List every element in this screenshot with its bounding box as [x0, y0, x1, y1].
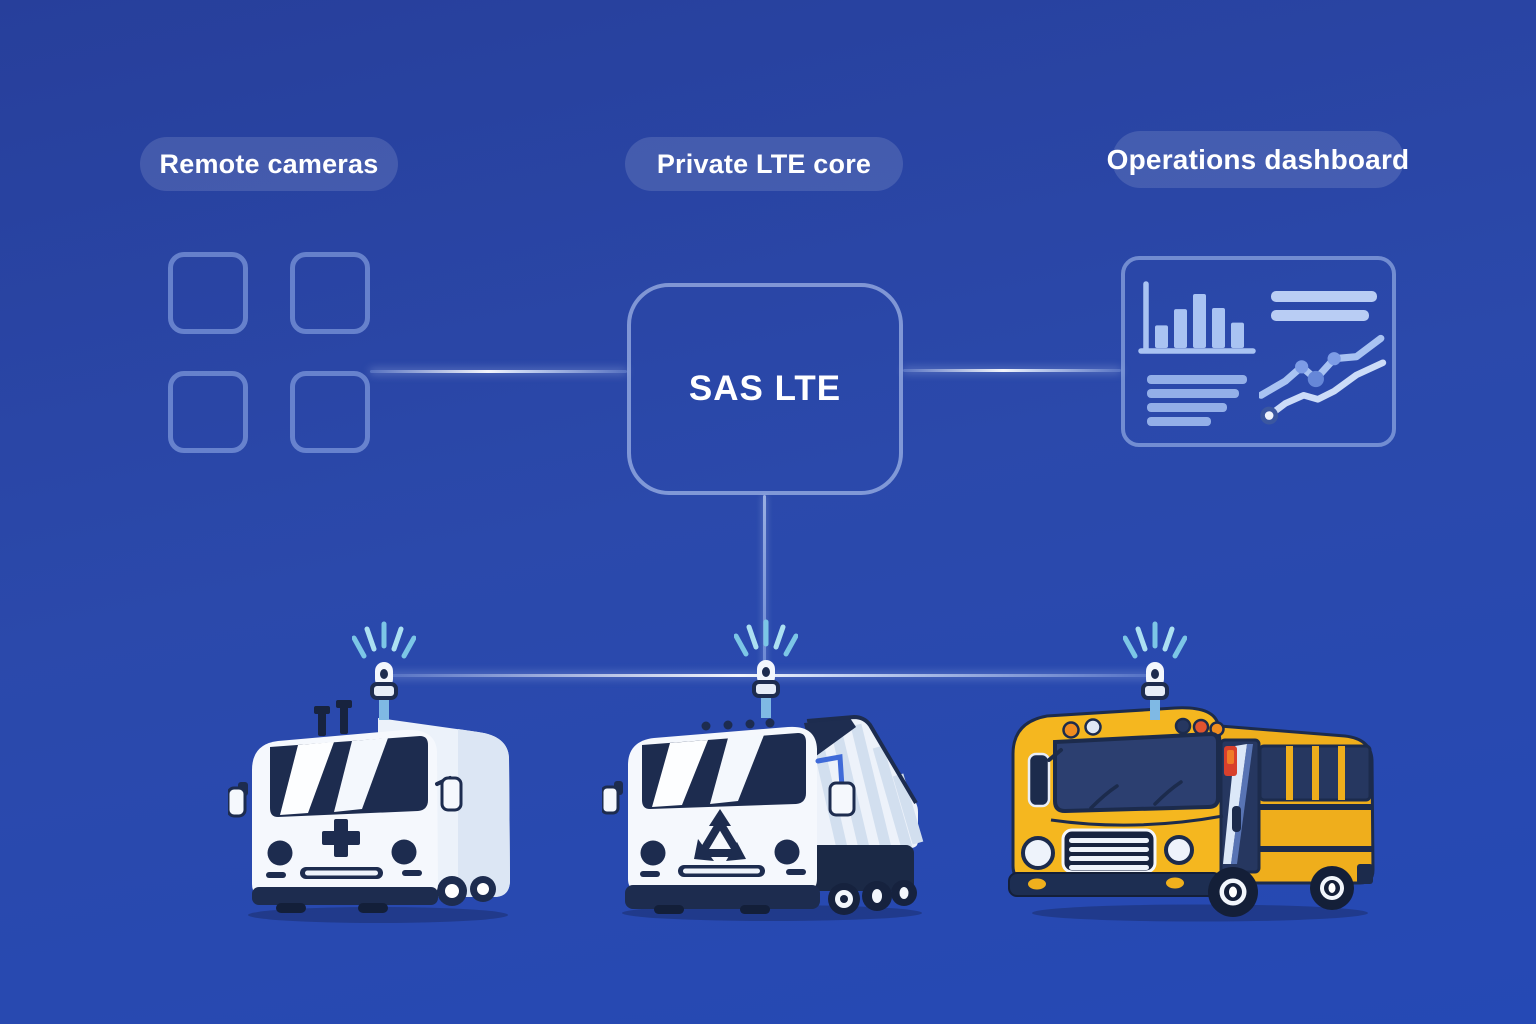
marker-light	[1174, 717, 1192, 735]
headlight	[774, 839, 800, 865]
marker-light	[1084, 718, 1102, 736]
dashboard-text-line	[1147, 403, 1227, 412]
camera-tile-icon	[290, 252, 370, 334]
badge-private-lte-core-label: Private LTE core	[656, 148, 872, 179]
dashboard-text-line	[1147, 417, 1211, 426]
private-lte-core-node: SAS LTE	[627, 283, 903, 495]
recycle-icon	[694, 809, 746, 861]
camera-tile-icon	[168, 252, 248, 334]
vehicle-shadow	[248, 907, 508, 923]
medical-cross-icon	[322, 819, 360, 857]
front-wheel	[1208, 867, 1258, 917]
line-chart-upper-series	[1259, 334, 1385, 399]
connector-cameras-to-core	[370, 370, 627, 373]
bus-door	[1219, 738, 1261, 874]
line-chart-dot	[1295, 360, 1309, 374]
operations-dashboard-panel	[1121, 256, 1396, 447]
connector-core-to-dashboard	[903, 369, 1121, 372]
camera-tile-icon	[290, 371, 370, 453]
beacon-icon-garbage-truck	[734, 619, 798, 718]
beacon-icon-ambulance	[352, 621, 416, 720]
garbage-truck-illustration	[602, 714, 924, 921]
dashboard-text-bar	[1271, 310, 1369, 321]
bar-chart-icon	[1138, 281, 1256, 354]
marker-light	[1062, 721, 1080, 739]
line-chart-lower-series	[1265, 359, 1387, 419]
marker-light	[1192, 718, 1210, 736]
camera-grid	[168, 252, 370, 453]
windshield	[1053, 731, 1220, 814]
dashboard-text-bar	[1271, 291, 1377, 302]
vehicle-shadow	[1032, 904, 1368, 922]
school-bus-body	[1008, 706, 1375, 917]
beacon-icon-school-bus	[1123, 621, 1187, 720]
dashboard-text-line	[1147, 389, 1239, 398]
badge-private-lte-core: Private LTE core	[625, 137, 903, 191]
ambulance-body	[228, 700, 510, 913]
signal-rays-icon	[1123, 621, 1187, 659]
badge-remote-cameras-label: Remote cameras	[159, 148, 379, 179]
garbage-truck-body	[602, 714, 924, 915]
bar-chart-bars	[1155, 294, 1244, 348]
signal-rays-icon	[734, 619, 798, 657]
side-mirror	[1027, 752, 1051, 808]
line-chart-dot	[1307, 370, 1324, 388]
badge-operations-dashboard-label: Operations dashboard	[1106, 143, 1410, 175]
core-node-label: SAS LTE	[688, 369, 842, 408]
headlight	[640, 840, 666, 866]
headlight	[391, 839, 417, 865]
rear-wheel	[1310, 866, 1354, 910]
dashboard-text-line	[1147, 375, 1247, 384]
camera-tile-icon	[168, 371, 248, 453]
headlight	[1021, 836, 1055, 870]
ambulance-illustration	[228, 700, 510, 923]
line-chart-start-ring	[1260, 406, 1279, 425]
line-chart-dot	[1327, 352, 1341, 366]
badge-operations-dashboard: Operations dashboard	[1107, 131, 1409, 188]
school-bus-illustration	[1008, 706, 1375, 922]
dashboard-text-lines	[1147, 375, 1247, 431]
headlight	[1164, 835, 1194, 865]
wipers	[1089, 780, 1183, 810]
signal-rays-icon	[352, 621, 416, 659]
headlight	[267, 840, 293, 866]
connector-core-to-vehicles	[763, 495, 766, 676]
badge-remote-cameras: Remote cameras	[140, 137, 398, 191]
line-chart-icon	[1259, 334, 1387, 425]
